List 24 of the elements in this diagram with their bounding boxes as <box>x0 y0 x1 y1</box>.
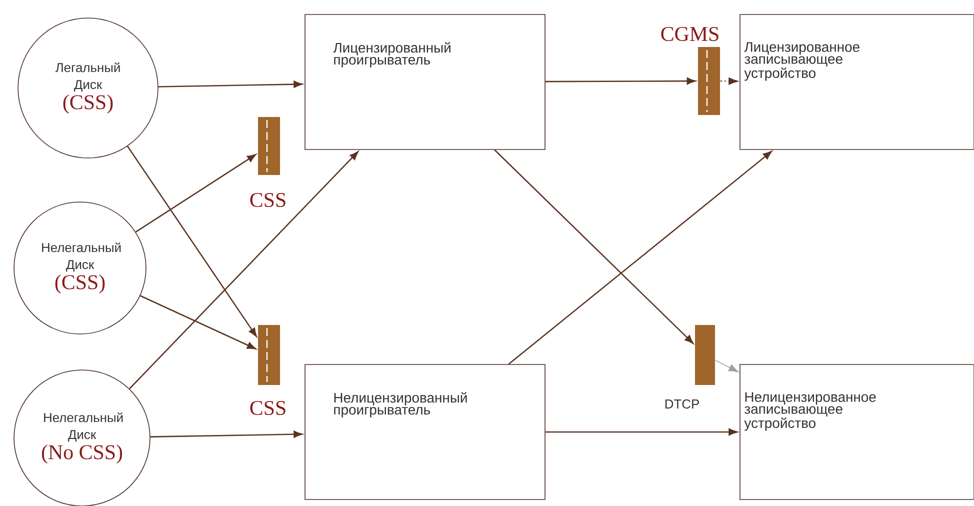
device-box: Лицензированное записывающее устройство <box>740 14 974 150</box>
arrow <box>135 154 256 233</box>
barrier-label: CSS <box>250 400 286 416</box>
barrier-label: CGMS <box>661 26 718 42</box>
barrier-label: CSS <box>250 192 286 208</box>
arrow <box>494 149 694 344</box>
barrier-bar <box>258 117 280 175</box>
arrow <box>150 430 302 438</box>
arrow <box>126 146 257 337</box>
device-box: Нелицензированный проигрыватель <box>304 364 546 500</box>
arrow <box>140 295 256 350</box>
barrier-label: DTCP <box>665 399 699 409</box>
device-box: Нелицензированное записывающее устройство <box>740 364 974 500</box>
device-box: Лицензированный проигрыватель <box>304 14 546 150</box>
arrow <box>158 80 302 88</box>
barrier-bar <box>258 325 280 385</box>
arrow <box>545 428 738 436</box>
arrow <box>508 150 772 365</box>
barrier-bar <box>695 325 715 385</box>
arrow <box>714 360 738 372</box>
arrow <box>129 151 358 390</box>
barrier-bar <box>698 47 720 115</box>
arrow <box>545 78 696 85</box>
arrow <box>720 77 738 85</box>
